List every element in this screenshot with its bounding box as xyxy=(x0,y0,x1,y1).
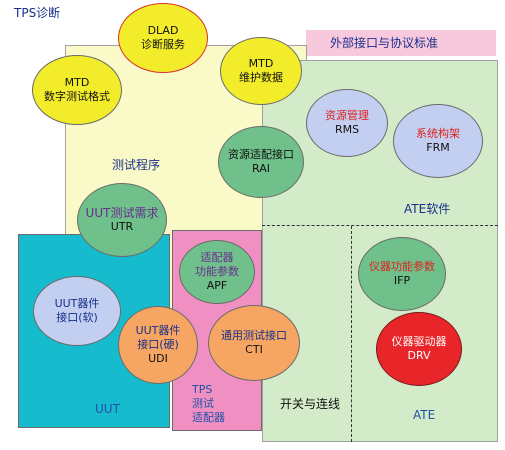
rai-node[interactable]: 资源适配接口 RAI xyxy=(218,126,304,198)
cti-node[interactable]: 通用测试接口 CTI xyxy=(208,305,300,381)
tps-adapter-label-2: 测试 xyxy=(192,397,214,410)
rai-line2: RAI xyxy=(252,162,270,175)
frm-line1: 系统构架 xyxy=(416,127,460,140)
cti-line2: CTI xyxy=(245,343,263,356)
diagram-title: TPS诊断 xyxy=(14,6,61,20)
external-interface-label: 外部接口与协议标准 xyxy=(330,36,439,50)
tps-adapter-label-3: 适配器 xyxy=(192,411,225,424)
rms-line1: 资源管理 xyxy=(325,109,369,122)
frm-line2: FRM xyxy=(426,141,450,154)
uut-soft-line2: 接口(软) xyxy=(56,311,98,324)
udi-node[interactable]: UUT器件 接口(硬) UDI xyxy=(118,306,198,384)
mtd-format-line1: MTD xyxy=(64,76,90,89)
uut-label: UUT xyxy=(95,402,120,416)
utr-line1: UUT测试需求 xyxy=(85,206,159,220)
mtd-format-node[interactable]: MTD 数字测试格式 xyxy=(32,55,122,125)
uut-soft-node[interactable]: UUT器件 接口(软) xyxy=(33,276,121,346)
apf-line3: APF xyxy=(206,279,228,292)
rai-line1: 资源适配接口 xyxy=(228,148,294,161)
ifp-line1: 仪器功能参数 xyxy=(369,260,435,273)
rms-line2: RMS xyxy=(334,123,360,136)
mtd-maintenance-line2: 维护数据 xyxy=(239,71,283,84)
ate-software-divider xyxy=(262,225,498,226)
external-interface-banner xyxy=(306,30,496,56)
utr-node[interactable]: UUT测试需求 UTR xyxy=(77,183,167,257)
dlad-line1: DLAD xyxy=(147,24,179,37)
dlad-node[interactable]: DLAD 诊断服务 xyxy=(118,3,208,73)
drv-line2: DRV xyxy=(407,349,431,362)
dlad-line2: 诊断服务 xyxy=(141,38,185,51)
ifp-node[interactable]: 仪器功能参数 IFP xyxy=(358,237,446,311)
drv-node[interactable]: 仪器驱动器 DRV xyxy=(376,312,462,386)
test-program-label: 测试程序 xyxy=(112,158,161,172)
cti-line1: 通用测试接口 xyxy=(221,329,287,342)
udi-line2: 接口(硬) xyxy=(137,338,179,351)
apf-node[interactable]: 适配器 功能参数 APF xyxy=(179,240,255,304)
ate-software-label: ATE软件 xyxy=(404,202,451,216)
ifp-line2: IFP xyxy=(393,274,411,287)
udi-line3: UDI xyxy=(148,352,168,365)
frm-node[interactable]: 系统构架 FRM xyxy=(393,104,483,178)
apf-line2: 功能参数 xyxy=(195,265,239,278)
switch-ate-divider xyxy=(351,226,352,442)
udi-line1: UUT器件 xyxy=(135,324,181,337)
switch-wiring-label: 开关与连线 xyxy=(280,397,341,411)
apf-line1: 适配器 xyxy=(200,251,234,264)
ate-label: ATE xyxy=(413,408,436,422)
mtd-maintenance-line1: MTD xyxy=(248,57,274,70)
utr-line2: UTR xyxy=(110,220,134,233)
drv-line1: 仪器驱动器 xyxy=(391,335,447,348)
uut-soft-line1: UUT器件 xyxy=(54,297,100,310)
rms-node[interactable]: 资源管理 RMS xyxy=(306,89,388,157)
mtd-format-line2: 数字测试格式 xyxy=(44,90,110,103)
tps-adapter-label-1: TPS xyxy=(192,383,213,396)
mtd-maintenance-node[interactable]: MTD 维护数据 xyxy=(220,37,302,105)
